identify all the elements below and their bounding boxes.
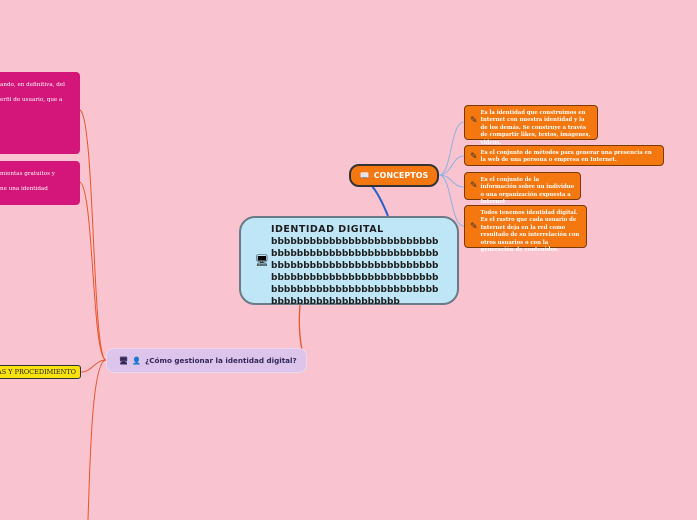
concept-2-text: Es el conjunto de métodos para generar u… — [480, 150, 652, 164]
link-concept-2 — [438, 155, 465, 176]
left-box-1-line-2: erfil de usuario, que a — [0, 97, 63, 103]
link-concept-3 — [438, 174, 465, 188]
concept-3[interactable]: ✎ Es el conjunto de la información sobre… — [464, 172, 581, 205]
concept-4-text: Todos tenemos identidad digital. Es el r… — [480, 210, 580, 254]
link-gestion-yellow — [80, 359, 107, 373]
central-body: bbbbbbbbbbbbbbbbbbbbbbbbbbbbbbbbbbbbbbbb… — [271, 237, 439, 307]
conceptos-node[interactable]: 📖 CONCEPTOS — [349, 164, 439, 187]
concept-3-text: Es el conjunto de la información sobre u… — [480, 177, 575, 206]
gestion-label: ¿Cómo gestionar la identidad digital? — [145, 356, 297, 365]
computer-icon: 🖥 — [119, 356, 129, 365]
link-gestion-left-2 — [79, 181, 107, 361]
link-gestion-down — [87, 359, 107, 520]
link-gestion-left-1 — [79, 109, 107, 361]
pencil-icon: ✎ — [470, 116, 478, 126]
computer-icon: 🖥 — [255, 254, 269, 267]
link-concept-4 — [438, 174, 465, 227]
pencil-icon: ✎ — [470, 181, 478, 191]
pencil-icon: ✎ — [470, 222, 478, 232]
book-icon: 📖 — [359, 171, 370, 180]
link-central-conceptos — [371, 185, 389, 217]
left-box-2[interactable]: mientas gratuitos y ne una identidad — [0, 161, 80, 205]
concept-1[interactable]: ✎ Es la identidad que construimos en Int… — [464, 105, 598, 146]
procedimientos-node[interactable]: AS Y PROCEDIMIENTO — [0, 365, 81, 379]
link-concept-1 — [438, 121, 465, 176]
central-topic[interactable]: 🖥 IDENTIDAD DIGITAL bbbbbbbbbbbbbbbbbbbb… — [239, 216, 459, 307]
left-box-1[interactable]: ando, en definitiva, del erfil de usuari… — [0, 72, 80, 154]
central-title: IDENTIDAD DIGITAL — [271, 224, 384, 235]
conceptos-label: CONCEPTOS — [373, 171, 429, 180]
concept-4[interactable]: ✎ Todos tenemos identidad digital. Es el… — [464, 205, 587, 253]
concept-1-text: Es la identidad que construimos en Inter… — [480, 110, 591, 146]
left-box-2-line-2: ne una identidad — [0, 186, 48, 192]
concept-2[interactable]: ✎ Es el conjunto de métodos para generar… — [464, 145, 664, 166]
person-icon: 👤 — [132, 356, 142, 365]
gestion-node[interactable]: 🖥 👤 ¿Cómo gestionar la identidad digital… — [106, 348, 307, 373]
procedimientos-label: AS Y PROCEDIMIENTO — [0, 368, 76, 376]
pencil-icon: ✎ — [470, 152, 478, 162]
left-box-1-line-1: ando, en definitiva, del — [0, 82, 65, 88]
link-central-gestion — [298, 304, 303, 351]
left-box-2-line-1: mientas gratuitos y — [0, 171, 55, 177]
